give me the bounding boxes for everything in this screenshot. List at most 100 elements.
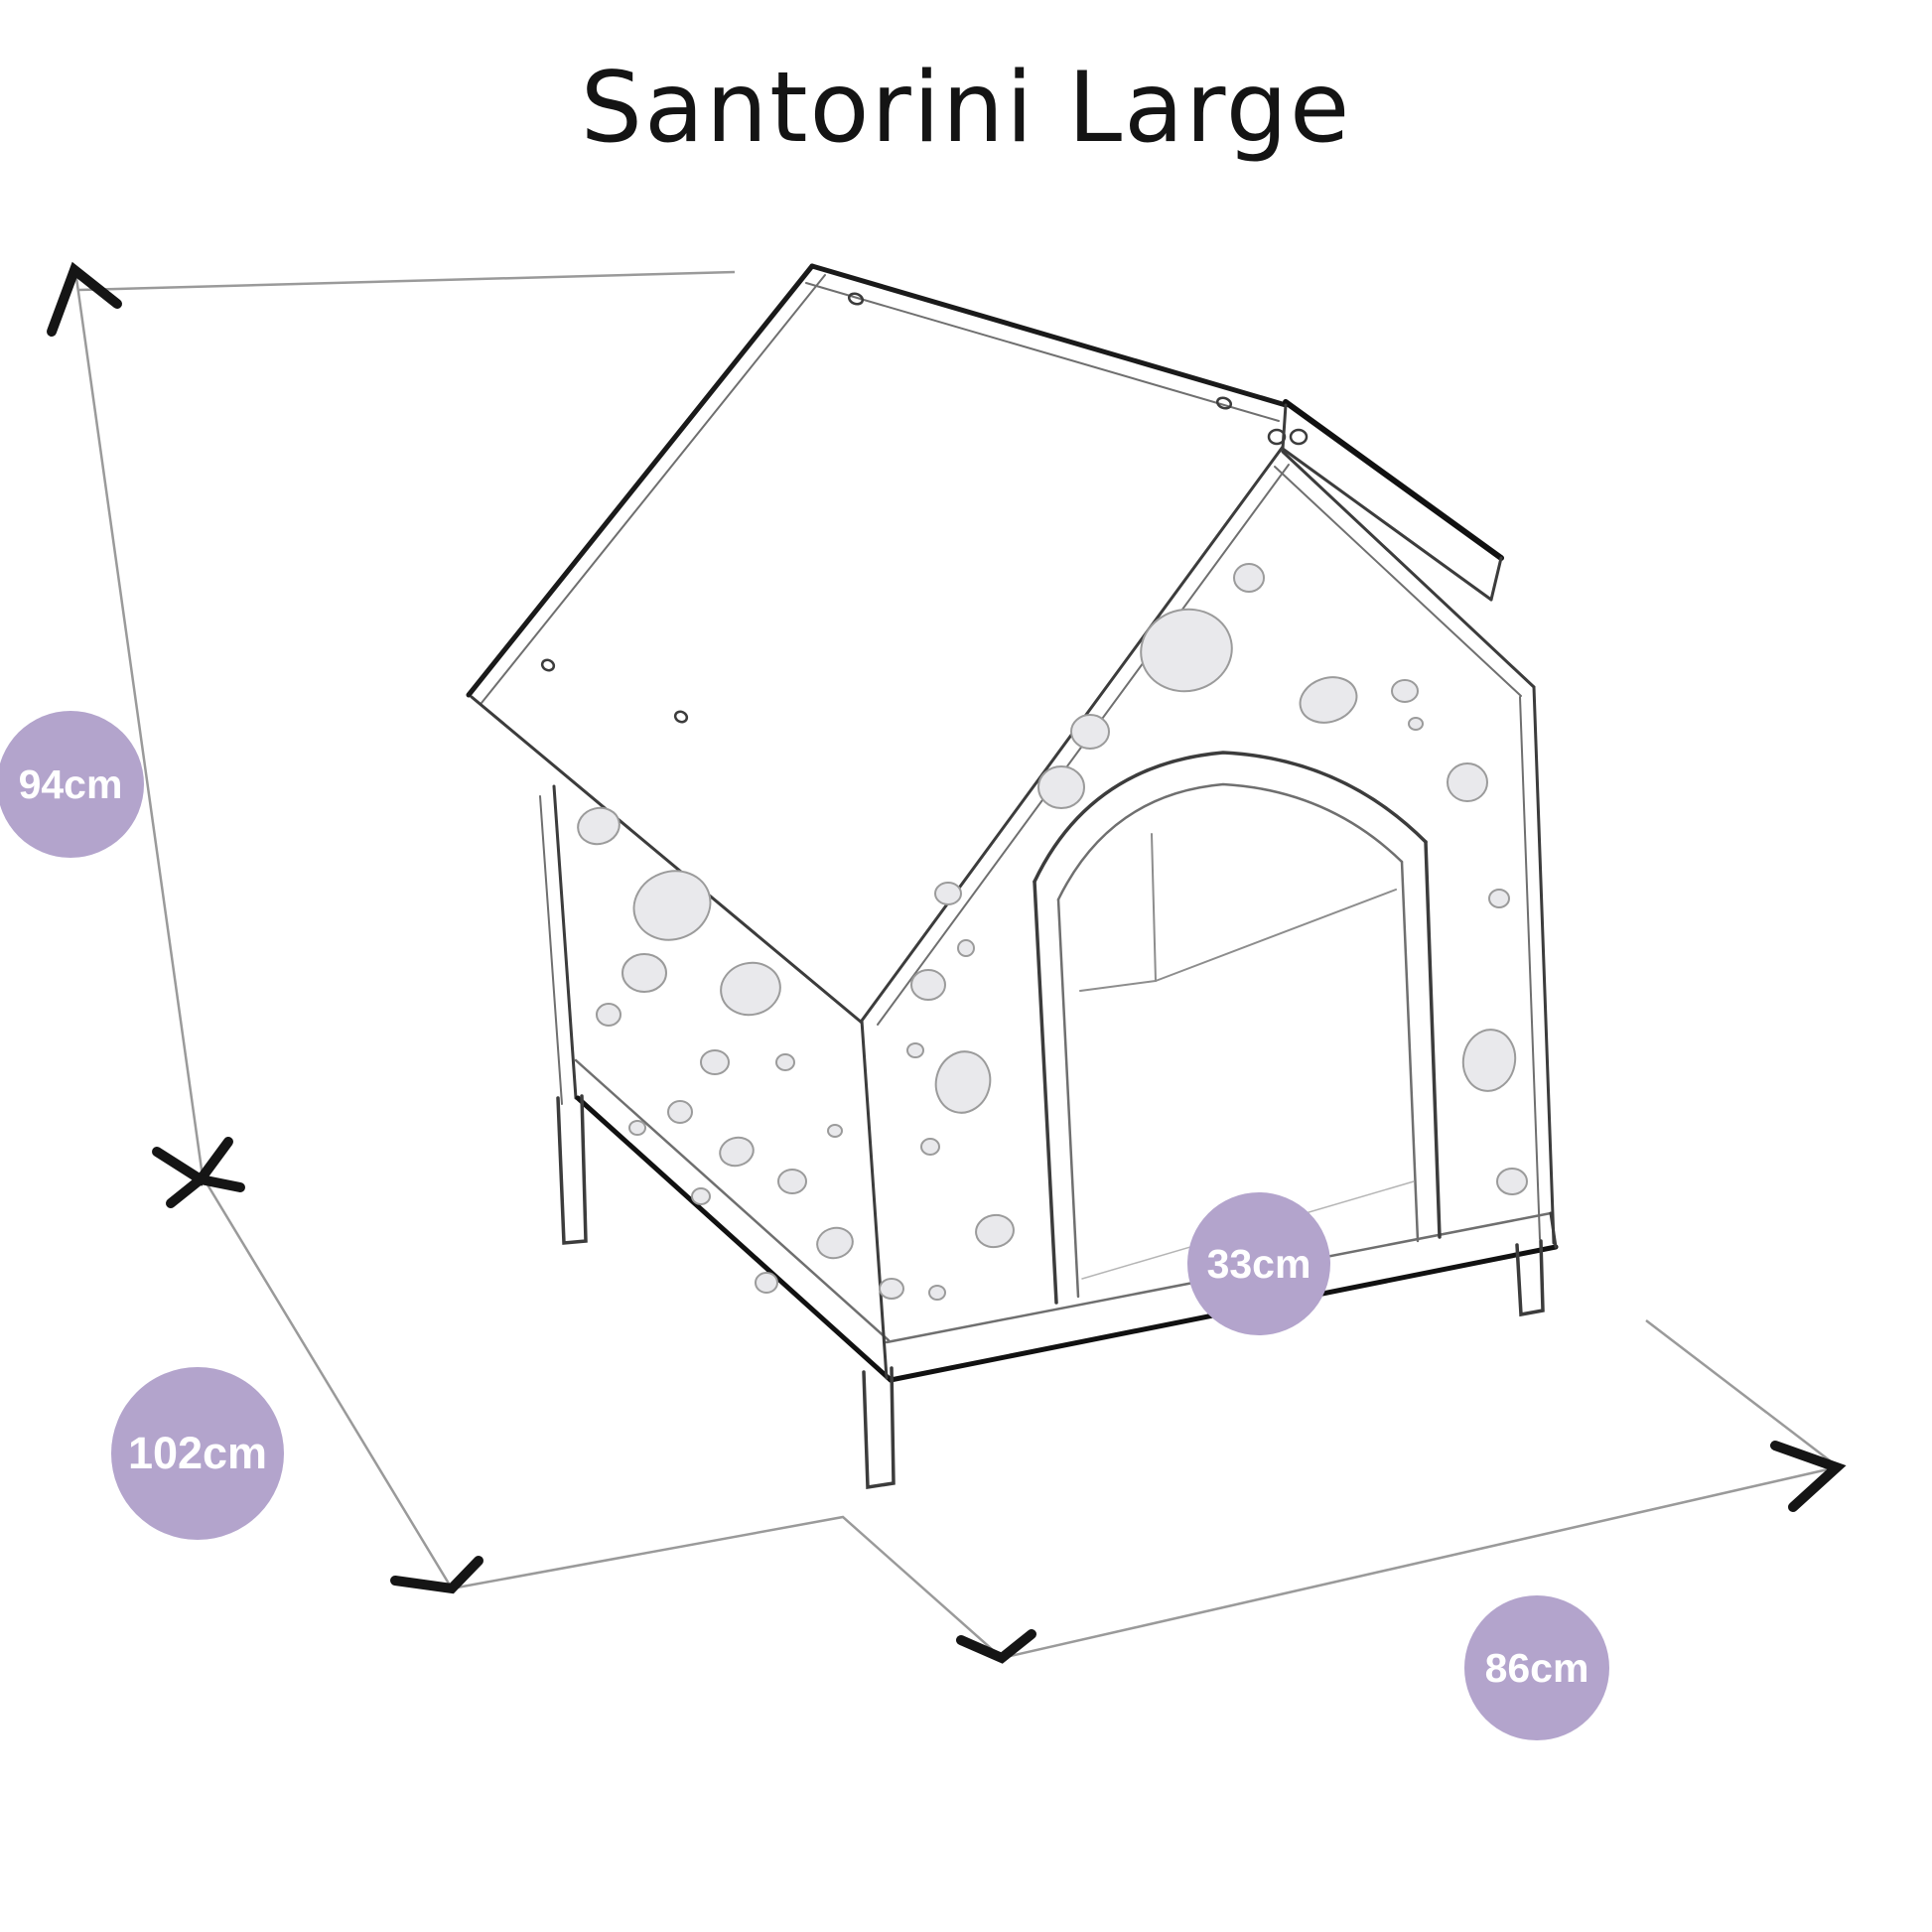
door-width-badge-label: 33cm — [1206, 1240, 1311, 1287]
roof-right-edge-outer — [1283, 399, 1504, 561]
door-width-badge: 33cm — [1187, 1192, 1330, 1335]
interior-back-corner — [1151, 833, 1157, 982]
door-arch-outer — [1033, 751, 1428, 884]
spot — [906, 1042, 924, 1058]
roof-back-edge-inner — [481, 274, 826, 704]
front-left-corner-post — [860, 1019, 889, 1380]
spot — [827, 1124, 843, 1138]
ridge-outer — [809, 263, 1289, 408]
roof-right-end-cap — [1489, 556, 1503, 602]
house-faces — [472, 266, 1554, 1378]
gable-right-slope-inner — [1274, 466, 1522, 697]
floor-guide-line — [451, 1515, 1003, 1659]
ridge-inner — [805, 282, 1280, 422]
back-left-leg — [556, 1094, 588, 1245]
spot — [755, 1272, 778, 1294]
spot — [816, 1226, 854, 1260]
width-badge-label: 86cm — [1484, 1644, 1589, 1691]
spot — [1488, 889, 1510, 908]
roof-right-edge-inner — [1281, 447, 1493, 602]
spot — [879, 1278, 904, 1300]
spot — [691, 1187, 711, 1205]
arrow-width-left — [956, 1629, 1036, 1664]
depth-badge: 102cm — [111, 1367, 284, 1540]
door-jamb-right-outer — [1424, 840, 1442, 1239]
spot — [667, 1100, 693, 1124]
door-jamb-left-inner — [1056, 897, 1080, 1299]
spot — [934, 882, 962, 905]
width-badge: 86cm — [1464, 1595, 1609, 1740]
spot — [928, 1285, 946, 1301]
height-dim-line — [74, 277, 205, 1177]
spot — [720, 961, 781, 1017]
spot — [1037, 765, 1085, 809]
spot — [1461, 1029, 1517, 1092]
front-right-corner-post — [1532, 685, 1556, 1245]
spot — [934, 1050, 992, 1114]
spot — [957, 939, 975, 957]
arrow-height-top — [47, 261, 122, 337]
door-jamb-right-inner — [1400, 860, 1420, 1243]
arrow-width-right — [1770, 1441, 1847, 1512]
spot — [596, 1003, 621, 1027]
spot — [1447, 762, 1488, 802]
arrow-corner-a — [152, 1137, 233, 1186]
spot — [1496, 1168, 1528, 1195]
spot — [700, 1049, 730, 1075]
roof-back-edge-outer — [466, 263, 815, 698]
spot — [920, 1138, 940, 1156]
interior-back-floor-edge — [1079, 980, 1157, 992]
roof-eave-edge — [470, 695, 864, 1025]
decorative-spots — [577, 563, 1528, 1301]
apex-screw-1 — [1267, 428, 1287, 446]
spot — [975, 1213, 1015, 1249]
page-title: Santorini Large — [580, 52, 1352, 165]
left-wall-back-edge-inner — [539, 795, 563, 1105]
spot — [577, 806, 621, 846]
door-arch-inner — [1056, 782, 1404, 901]
height-badge-label: 94cm — [18, 760, 123, 807]
spot — [775, 1053, 795, 1071]
spot — [1391, 679, 1419, 703]
left-wall-back-edge — [552, 784, 578, 1100]
left-wall — [556, 786, 887, 1378]
spot — [910, 969, 946, 1001]
arrow-corner-b — [166, 1173, 245, 1208]
spot — [777, 1169, 807, 1194]
front-right-leg — [1515, 1239, 1545, 1317]
spot — [1070, 714, 1110, 750]
door-jamb-left-outer — [1033, 880, 1058, 1305]
front-right-corner-inner — [1519, 696, 1541, 1240]
gable-face — [862, 449, 1554, 1378]
roof-screw-2 — [1215, 396, 1233, 410]
height-badge: 94cm — [0, 711, 144, 858]
roof-right-panel — [1283, 405, 1501, 600]
width-dim-line — [1001, 1465, 1838, 1660]
left-rail-bottom — [575, 1095, 894, 1383]
width-guide-line — [1645, 1319, 1832, 1462]
spot — [1140, 608, 1233, 693]
gable-right-slope-outer — [1281, 450, 1536, 689]
front-left-leg — [862, 1366, 896, 1490]
spot — [621, 953, 667, 993]
dimension-arrowheads — [47, 261, 1847, 1664]
roof-screw-4 — [673, 710, 689, 724]
left-rail-top — [574, 1058, 891, 1342]
roof-left-panel — [472, 266, 1286, 1023]
spot — [1233, 563, 1265, 593]
roof-screw-1 — [847, 292, 865, 306]
apex-screw-2 — [1289, 428, 1309, 446]
height-guide-line — [78, 270, 736, 292]
spot — [628, 1120, 646, 1136]
wall-lines — [539, 685, 1559, 1490]
interior-side-floor-edge — [1155, 889, 1397, 982]
dimension-lines — [74, 270, 1838, 1660]
spot — [632, 870, 712, 941]
spot — [1408, 717, 1424, 731]
roof-screw-3 — [540, 658, 556, 672]
spot — [719, 1136, 755, 1168]
spot — [1299, 676, 1358, 724]
depth-badge-label: 102cm — [127, 1428, 268, 1478]
